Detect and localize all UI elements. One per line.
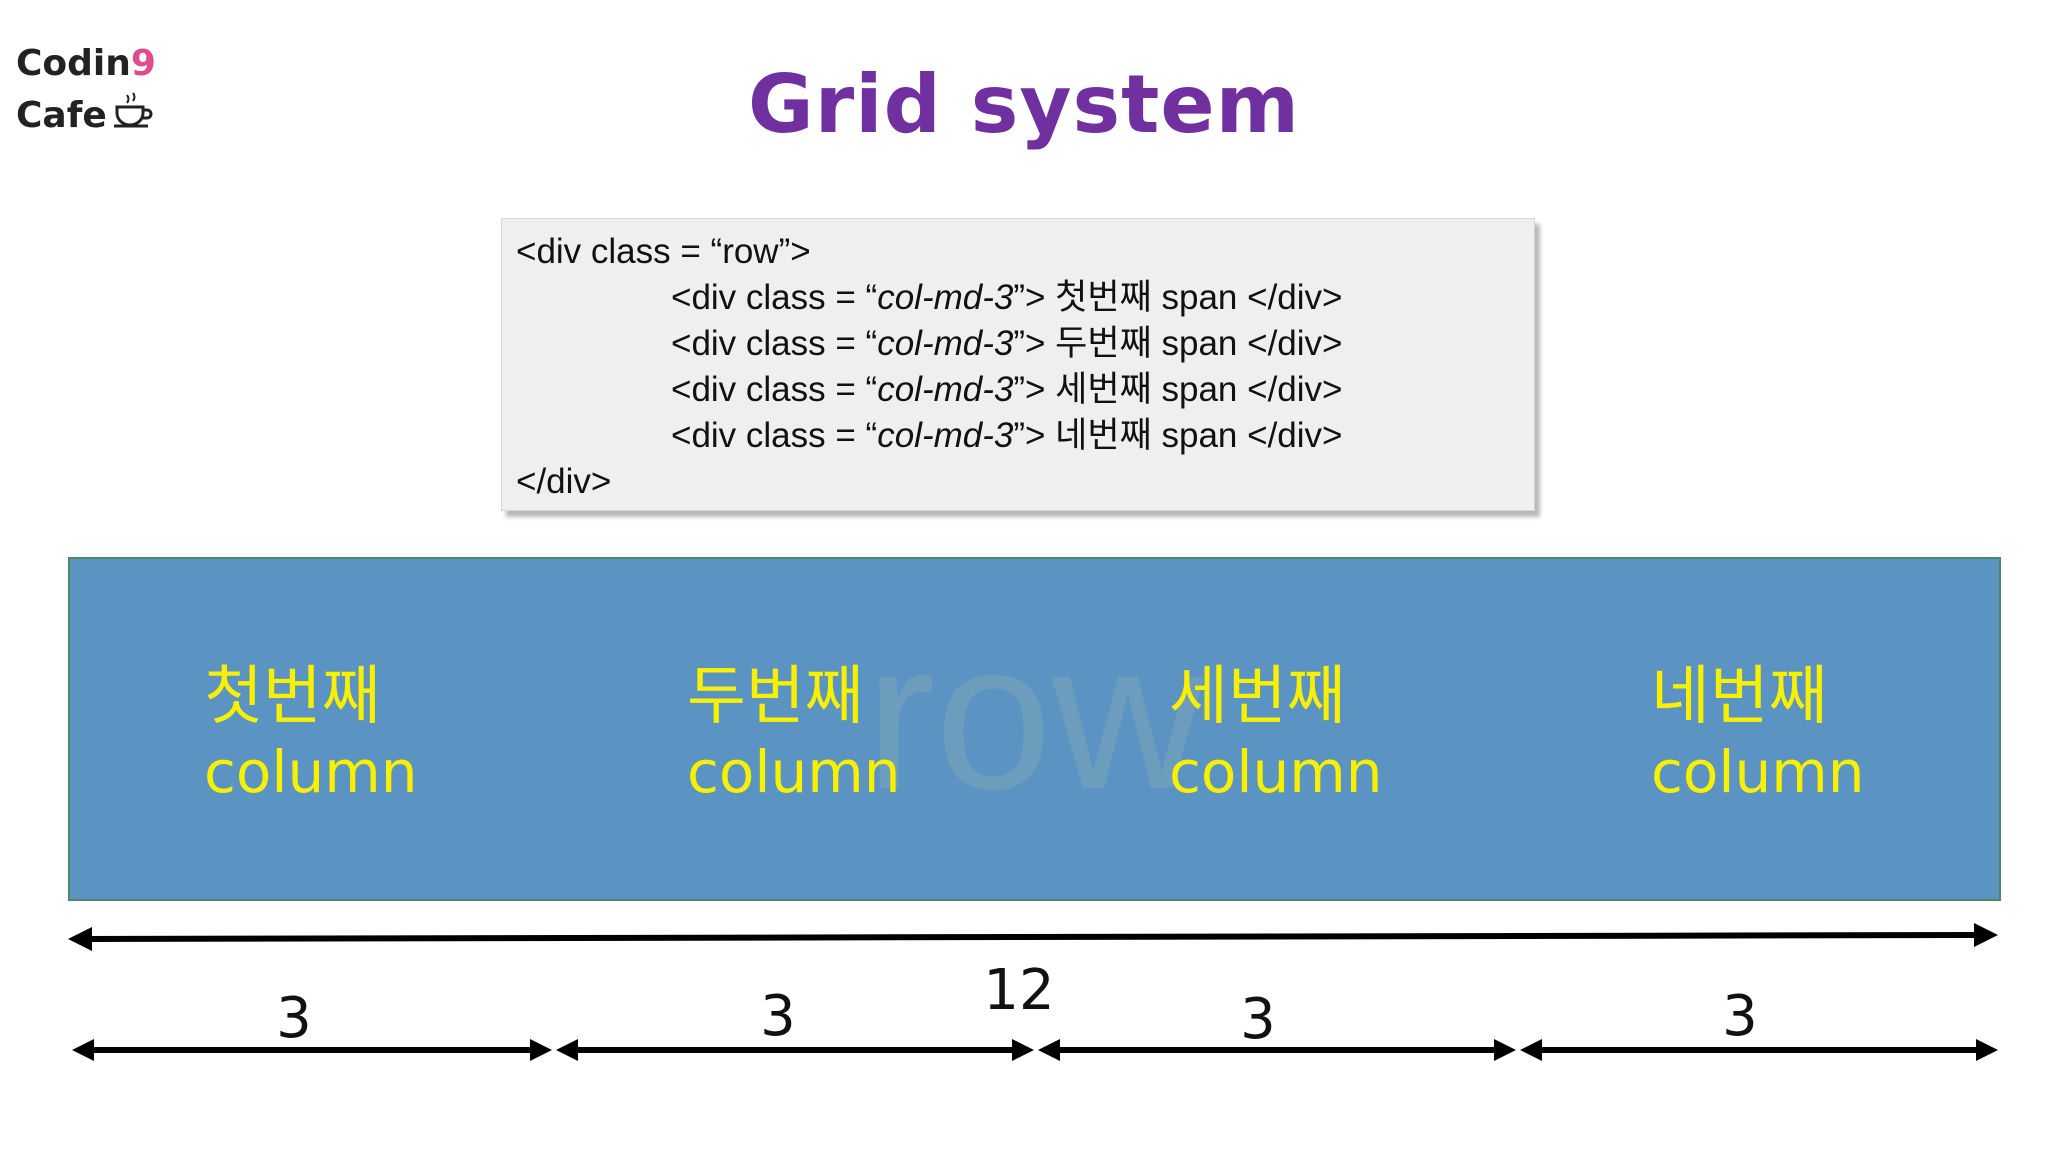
slide-title: Grid system [748, 58, 1300, 151]
code-open-tag: <div class = “row”> [516, 232, 811, 271]
code-line-3: <div class = “col-md-3”> 세번째 span </div> [516, 367, 1520, 413]
column-english-label: column [204, 738, 418, 806]
code-prefix: <div class = “ [671, 416, 878, 455]
total-width-arrow [68, 923, 1998, 951]
code-suffix: span </div> [1151, 324, 1343, 363]
column-english-label: column [1651, 738, 1865, 806]
column-korean-label: 두번째 [687, 660, 864, 734]
code-class-name: col-md-3 [877, 416, 1014, 455]
column-span-arrow-4 [1520, 1039, 1998, 1061]
column-span-arrow-1 [72, 1039, 552, 1061]
coding-cafe-logo: Codin9 Cafe [16, 38, 156, 144]
code-suffix: span </div> [1151, 278, 1343, 317]
logo-line-1: Codin9 [16, 38, 156, 90]
code-snippet-box: <div class = “row”> <div class = “col-md… [501, 218, 1535, 511]
span-label-1: 3 [276, 986, 312, 1051]
code-line-4: <div class = “col-md-3”> 네번째 span </div> [516, 413, 1520, 459]
span-label-3: 3 [1240, 987, 1276, 1052]
column-span-arrow-2 [556, 1039, 1034, 1061]
code-prefix: <div class = “ [671, 370, 878, 409]
code-suffix: span </div> [1151, 370, 1343, 409]
code-column-name: 첫번째 [1055, 278, 1152, 317]
row-container: row 첫번째 column 두번째 column 세번째 column 네번째… [68, 557, 2001, 901]
code-mid: ”> [1013, 324, 1056, 363]
span-label-4: 3 [1722, 984, 1758, 1049]
code-prefix: <div class = “ [671, 324, 878, 363]
logo-text-accent: 9 [130, 43, 156, 84]
coffee-cup-icon [113, 91, 153, 144]
code-mid: ”> [1013, 370, 1056, 409]
code-class-name: col-md-3 [877, 278, 1014, 317]
code-line-2: <div class = “col-md-3”> 두번째 span </div> [516, 321, 1520, 367]
column-label-1: 첫번째 column [204, 659, 444, 809]
code-column-name: 세번째 [1055, 370, 1152, 409]
column-english-label: column [687, 738, 901, 806]
logo-line-2: Cafe [16, 90, 156, 144]
span-label-2: 3 [760, 984, 796, 1049]
column-span-arrow-3 [1038, 1039, 1516, 1061]
code-mid: ”> [1013, 278, 1056, 317]
code-close-tag: </div> [516, 462, 612, 501]
code-prefix: <div class = “ [671, 278, 878, 317]
column-korean-label: 네번째 [1651, 660, 1828, 734]
column-korean-label: 세번째 [1169, 660, 1346, 734]
code-line-1: <div class = “col-md-3”> 첫번째 span </div> [516, 275, 1520, 321]
total-span-label: 12 [983, 958, 1055, 1023]
column-label-3: 세번째 column [1169, 659, 1409, 809]
column-label-2: 두번째 column [687, 659, 927, 809]
code-column-name: 두번째 [1055, 324, 1152, 363]
column-label-4: 네번째 column [1651, 659, 1891, 809]
row-watermark: row [865, 598, 1204, 833]
code-mid: ”> [1013, 416, 1056, 455]
column-korean-label: 첫번째 [204, 660, 381, 734]
code-suffix: span </div> [1151, 416, 1343, 455]
logo-text-cafe: Cafe [16, 95, 107, 136]
column-english-label: column [1169, 738, 1383, 806]
code-class-name: col-md-3 [877, 370, 1014, 409]
code-class-name: col-md-3 [877, 324, 1014, 363]
logo-text-main: Codin [16, 43, 131, 84]
code-column-name: 네번째 [1055, 416, 1152, 455]
